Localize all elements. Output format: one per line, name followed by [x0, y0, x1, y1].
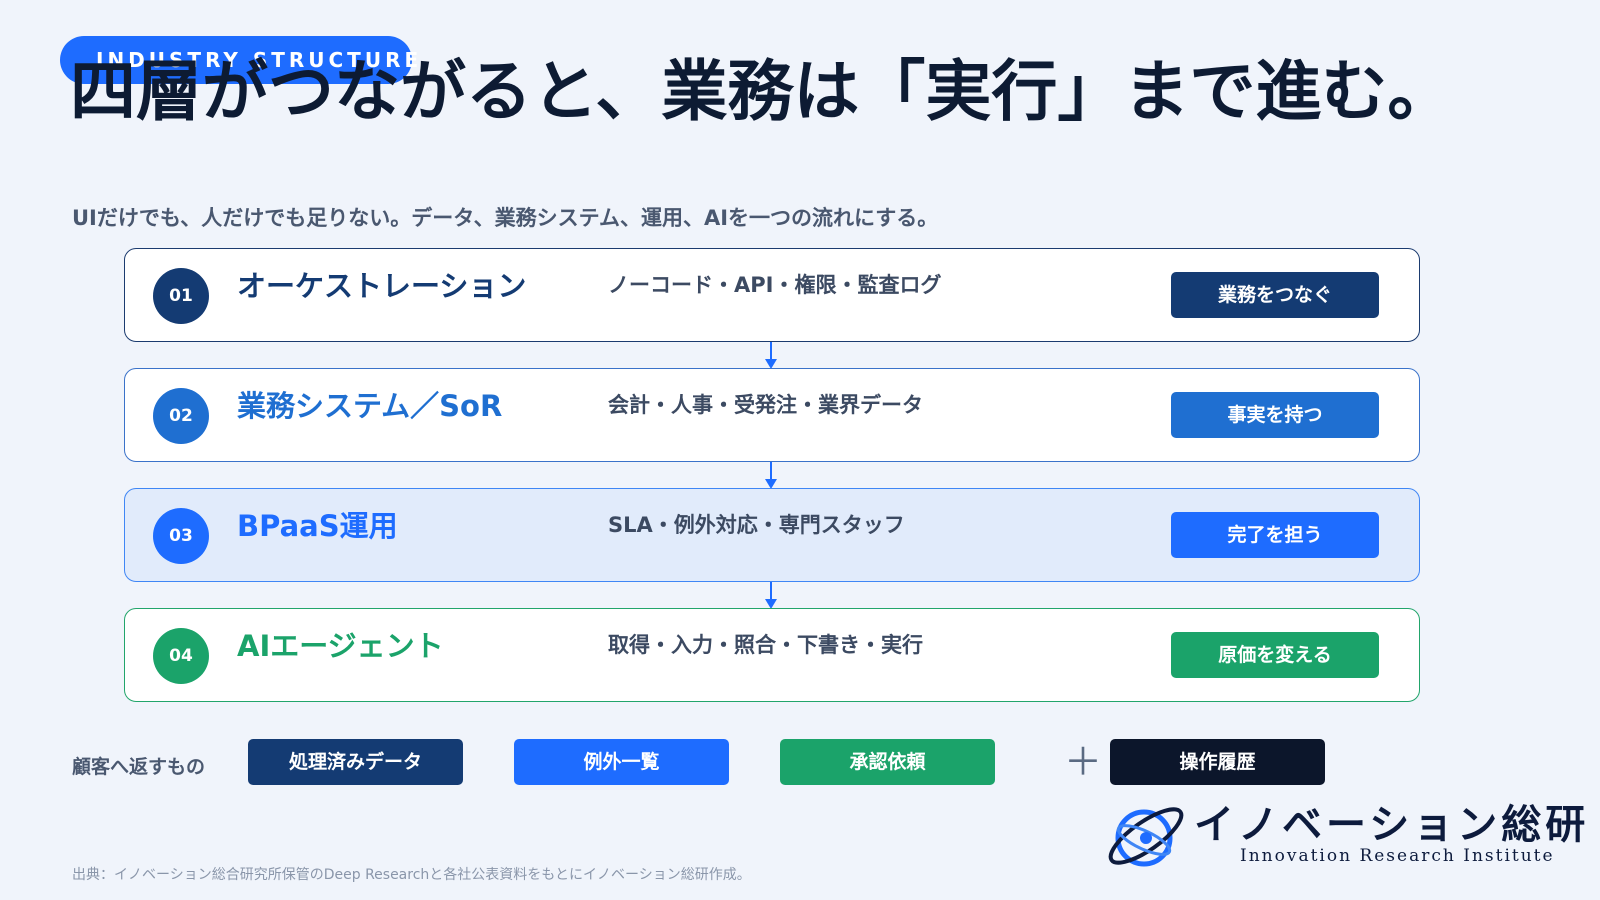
layer-action-badge: 完了を担う	[1171, 512, 1379, 558]
plus-icon: ＋	[1064, 740, 1103, 784]
layer-description: SLA・例外対応・専門スタッフ	[608, 513, 905, 537]
layer-row-bpaas: 03 BPaaS運用 SLA・例外対応・専門スタッフ 完了を担う	[124, 488, 1420, 582]
layer-number-badge: 02	[153, 388, 209, 444]
layer-action-badge: 業務をつなぐ	[1171, 272, 1379, 318]
logo-name-jp: イノベーション総研	[1194, 801, 1590, 848]
layer-action-badge: 原価を変える	[1171, 632, 1379, 678]
layer-number-badge: 04	[153, 628, 209, 684]
down-arrow-icon	[765, 342, 777, 369]
layer-description: 取得・入力・照合・下書き・実行	[608, 633, 923, 657]
return-chip-exception-list: 例外一覧	[514, 739, 729, 785]
layer-action-badge: 事実を持つ	[1171, 392, 1379, 438]
return-chip-approval-request: 承認依頼	[780, 739, 995, 785]
layer-description: ノーコード・API・権限・監査ログ	[608, 273, 942, 297]
down-arrow-icon	[765, 462, 777, 489]
atom-globe-icon	[1108, 807, 1184, 867]
layer-name: AIエージェント	[237, 629, 444, 663]
return-chip-processed-data: 処理済みデータ	[248, 739, 463, 785]
page-title: 四層がつながると、業務は「実行」まで進む。	[70, 53, 1454, 130]
layer-row-sor: 02 業務システム／SoR 会計・人事・受発注・業界データ 事実を持つ	[124, 368, 1420, 462]
down-arrow-icon	[765, 582, 777, 609]
layer-row-ai-agent: 04 AIエージェント 取得・入力・照合・下書き・実行 原価を変える	[124, 608, 1420, 702]
logo-name-en: Innovation Research Institute	[1240, 846, 1555, 866]
layer-name: オーケストレーション	[237, 269, 527, 303]
page-subtitle: UIだけでも、人だけでも足りない。データ、業務システム、運用、AIを一つの流れに…	[72, 206, 939, 230]
layer-name: BPaaS運用	[237, 509, 398, 543]
layer-number-badge: 01	[153, 268, 209, 324]
layer-row-orchestration: 01 オーケストレーション ノーコード・API・権限・監査ログ 業務をつなぐ	[124, 248, 1420, 342]
layer-description: 会計・人事・受発注・業界データ	[608, 393, 923, 417]
company-logo: イノベーション総研 Innovation Research Institute	[1100, 788, 1585, 888]
source-note: 出典：イノベーション総合研究所保管のDeep Researchと各社公表資料をも…	[72, 867, 751, 883]
returns-label: 顧客へ返すもの	[72, 756, 206, 778]
section-eyebrow: INDUSTRY STRUCTURE	[60, 36, 418, 84]
layer-name: 業務システム／SoR	[237, 389, 503, 423]
return-chip-operation-history: 操作履歴	[1110, 739, 1325, 785]
layer-number-badge: 03	[153, 508, 209, 564]
